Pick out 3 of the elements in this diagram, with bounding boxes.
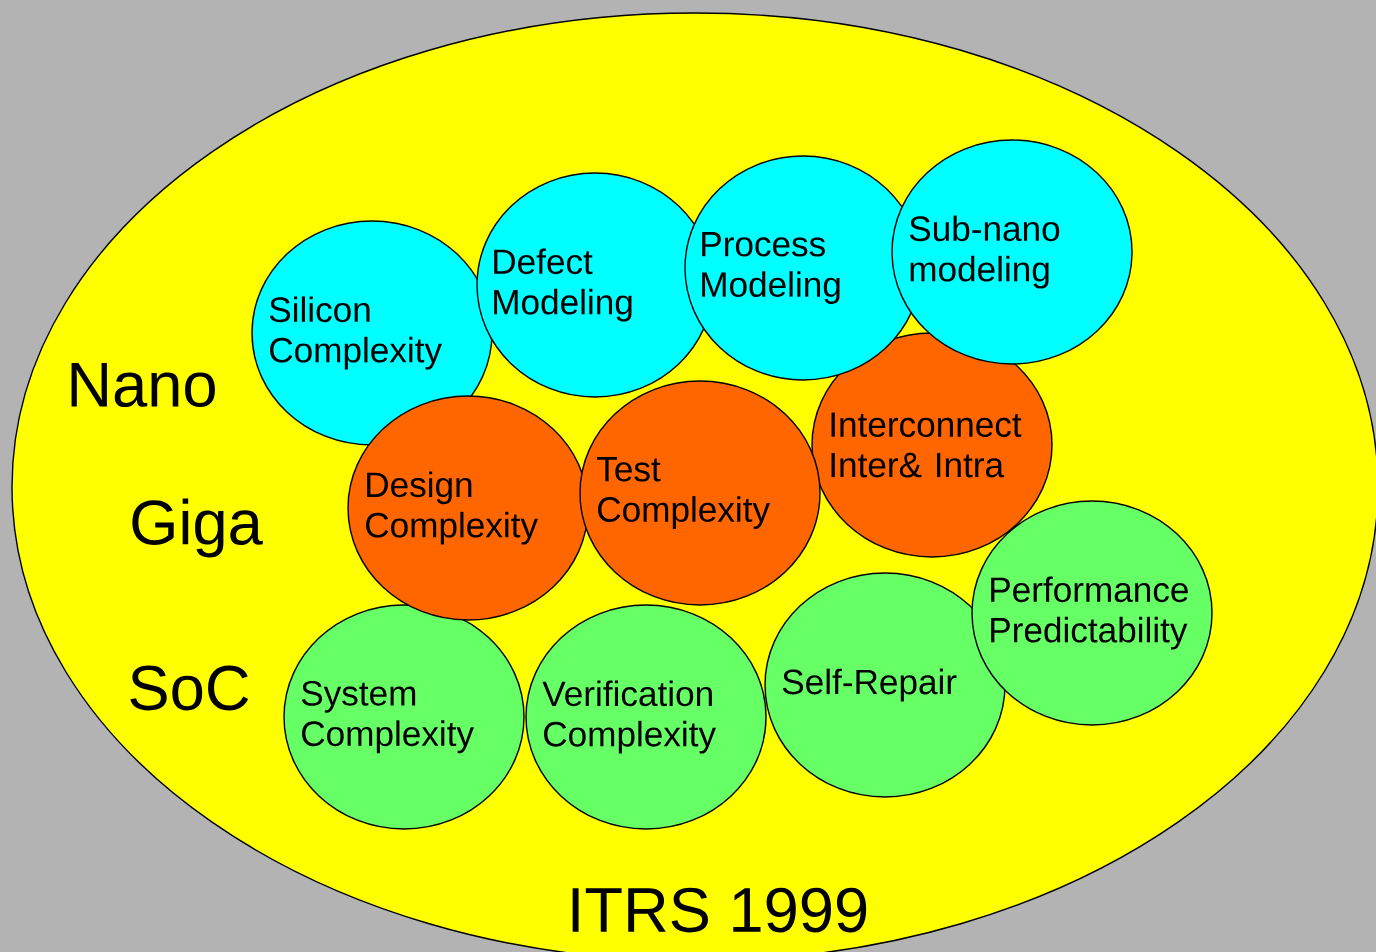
row-label: SoC bbox=[130, 665, 249, 711]
row-label: Giga bbox=[132, 498, 263, 558]
row-label: Nano bbox=[71, 362, 215, 408]
